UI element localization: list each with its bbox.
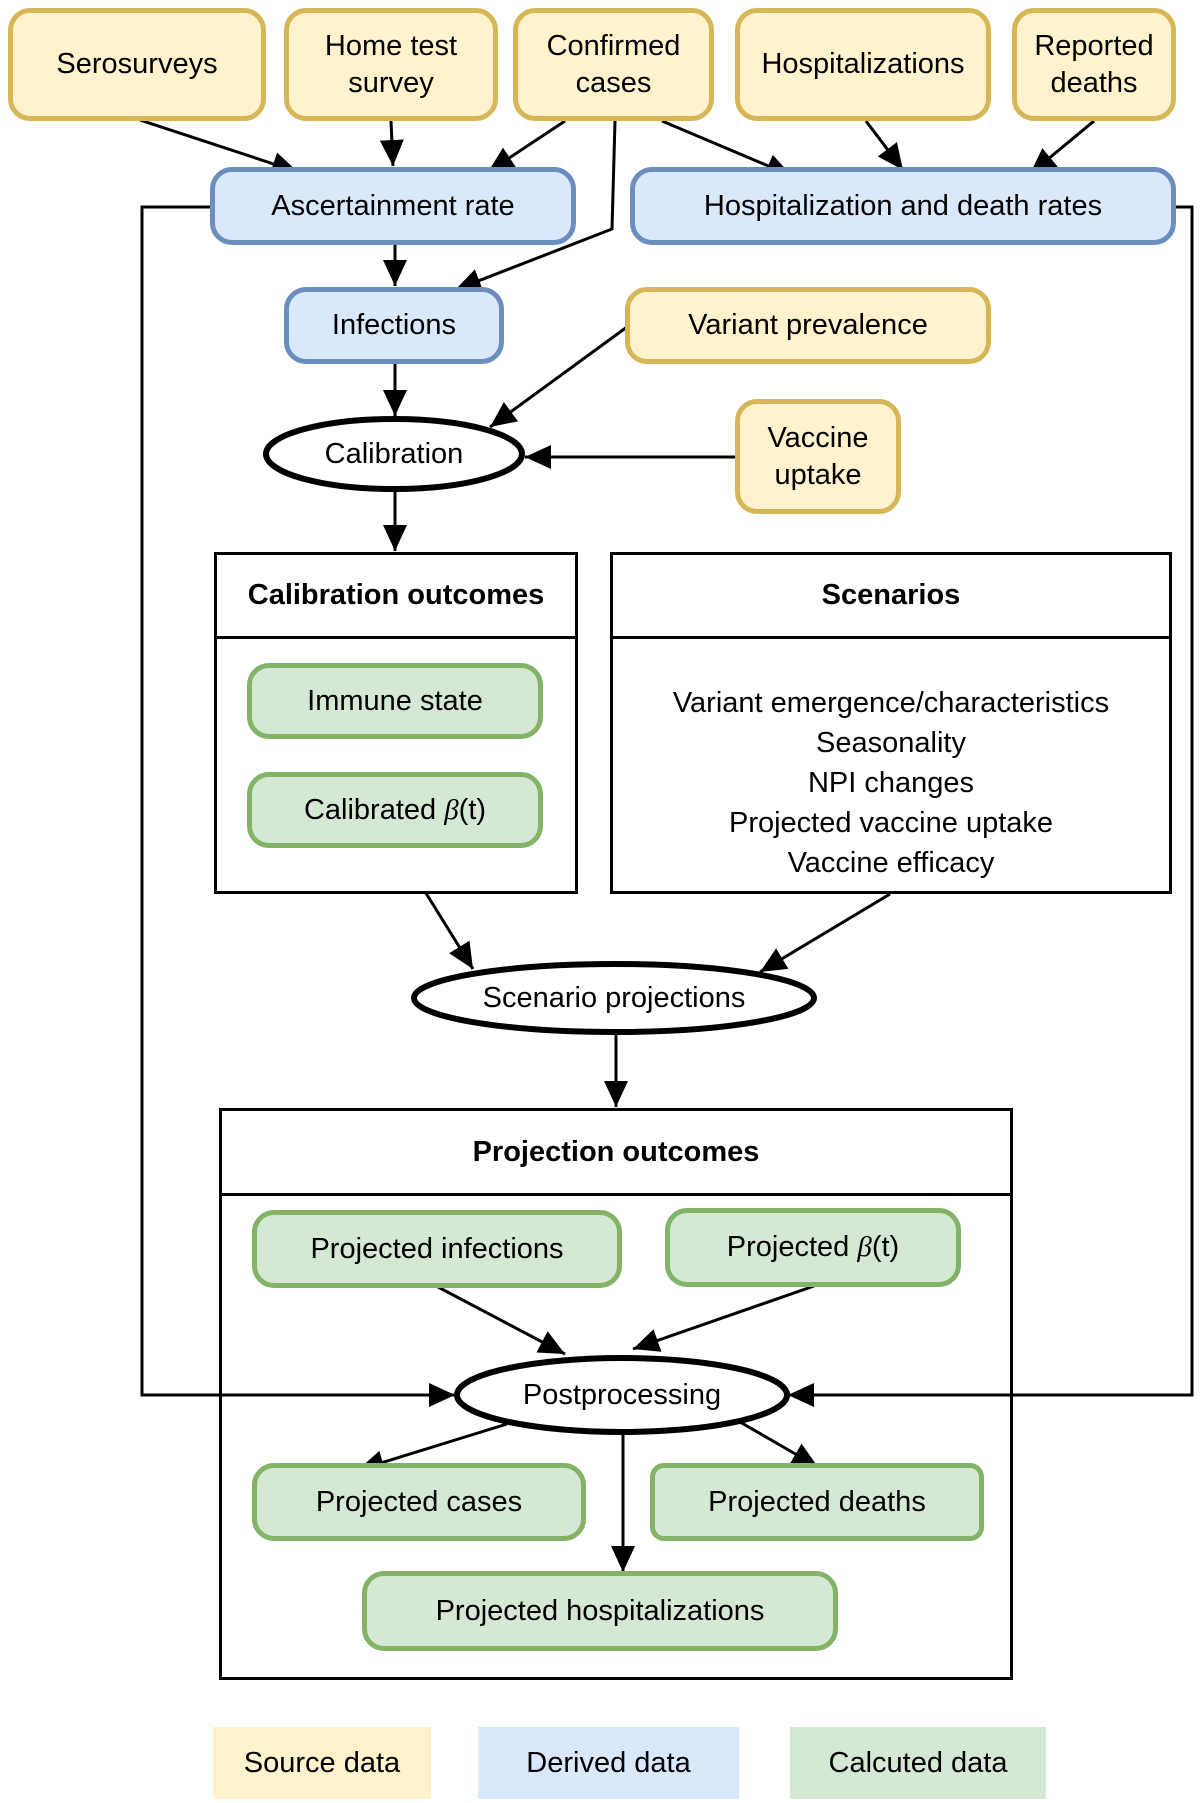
node-calibrated-beta: Calibrated β(t) (247, 772, 543, 848)
node-serosurveys: Serosurveys (8, 8, 266, 121)
node-confirmed-cases: Confirmed cases (513, 8, 714, 121)
edge-hometest-ascertainment (379, 120, 404, 167)
scenario-item: Projected vaccine uptake (728, 807, 1054, 839)
edge-projbeta-post (632, 1284, 815, 1352)
scenarios-title: Scenarios (613, 555, 1169, 639)
edge-post-deaths (739, 1420, 819, 1469)
scenario-item: NPI changes (807, 767, 975, 799)
edge-hosp-hosprates (864, 120, 905, 171)
legend-source-data: Source data (213, 1727, 431, 1799)
edge-ascertainment-postprocessing (140, 205, 455, 1407)
legend-derived-data: Derived data (478, 1727, 739, 1799)
edge-scenarios-scenarioproj (759, 892, 891, 974)
node-vaccine-uptake: Vaccine uptake (735, 399, 901, 514)
edge-post-cases (357, 1422, 508, 1474)
edge-confirmed-hosprates (661, 119, 793, 178)
calibration-label: Calibration (324, 437, 464, 470)
projection-outcomes-title: Projection outcomes (222, 1111, 1010, 1196)
scenario-item: Vaccine efficacy (787, 847, 995, 879)
projection-outcomes-panel: Projection outcomes (219, 1108, 1013, 1680)
node-projected-infections: Projected infections (252, 1210, 622, 1288)
node-reported-deaths: Reported deaths (1012, 8, 1176, 121)
scenario-projections-label: Scenario projections (482, 981, 746, 1014)
scenarios-panel: Scenarios Variant emergence/characterist… (610, 552, 1172, 894)
edge-projinf-post (437, 1285, 566, 1356)
node-variant-prevalence: Variant prevalence (625, 287, 991, 364)
edge-confirmed-infections (454, 120, 617, 292)
projected-beta-suffix: (t) (871, 1231, 900, 1264)
edge-confirmed-ascertainment (487, 119, 566, 174)
scenarios-list: Variant emergence/characteristics Season… (613, 683, 1169, 883)
edge-serosurveys-ascertainment (139, 118, 299, 176)
node-infections: Infections (284, 287, 504, 364)
beta-symbol: β (444, 793, 459, 826)
scenario-projections-ellipse (411, 961, 817, 1035)
node-hospitalizations: Hospitalizations (735, 8, 991, 121)
node-ascertainment-rate: Ascertainment rate (210, 167, 576, 245)
node-home-test-survey: Home test survey (284, 8, 498, 121)
calibrated-beta-prefix: Calibrated (303, 793, 445, 826)
edge-hosprates-postprocessing (788, 205, 1194, 1407)
postprocessing-ellipse (454, 1355, 790, 1435)
node-hosp-death-rates: Hospitalization and death rates (630, 167, 1176, 245)
node-projected-cases: Projected cases (252, 1463, 586, 1541)
scenario-item: Variant emergence/characteristics (672, 687, 1110, 719)
node-immune-state: Immune state (247, 663, 543, 739)
calibration-ellipse (263, 416, 525, 492)
node-projected-hospitalizations: Projected hospitalizations (362, 1571, 838, 1651)
edge-variant-calibration (489, 325, 628, 429)
projected-beta-prefix: Projected (726, 1231, 858, 1264)
edge-deaths-hosprates (1029, 119, 1095, 176)
beta-symbol: β (857, 1231, 872, 1264)
postprocessing-label: Postprocessing (522, 1378, 722, 1411)
node-projected-beta: Projected β(t) (665, 1208, 961, 1287)
legend-calculated-data: Calcuted data (790, 1727, 1046, 1799)
calibration-outcomes-title: Calibration outcomes (217, 555, 575, 639)
node-projected-deaths: Projected deaths (650, 1463, 984, 1541)
scenario-item: Seasonality (816, 727, 966, 759)
calibrated-beta-suffix: (t) (458, 793, 487, 826)
